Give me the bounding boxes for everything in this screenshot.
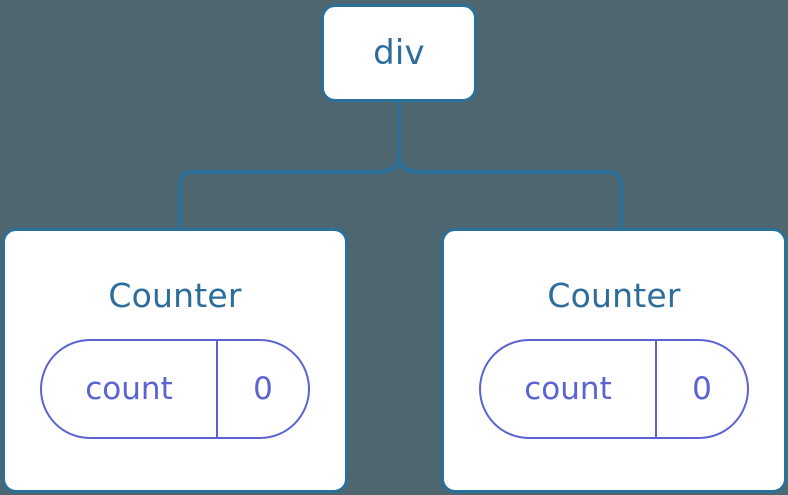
node-counter-0-title: Counter bbox=[108, 276, 242, 315]
connector-branch-left bbox=[178, 154, 401, 230]
node-counter-1-title: Counter bbox=[547, 276, 681, 315]
state-pill-1[interactable]: count 0 bbox=[479, 339, 749, 439]
node-counter-0[interactable]: Counter count 0 bbox=[2, 228, 348, 493]
state-pill-0[interactable]: count 0 bbox=[40, 339, 310, 439]
state-key-0: count bbox=[42, 341, 218, 437]
state-key-1: count bbox=[481, 341, 657, 437]
state-value-1: 0 bbox=[692, 371, 712, 407]
node-counter-1[interactable]: Counter count 0 bbox=[441, 228, 787, 493]
state-value-0: 0 bbox=[253, 371, 273, 407]
node-div[interactable]: div bbox=[321, 4, 477, 102]
connector-branch-right bbox=[397, 154, 623, 230]
node-div-label: div bbox=[373, 33, 425, 73]
